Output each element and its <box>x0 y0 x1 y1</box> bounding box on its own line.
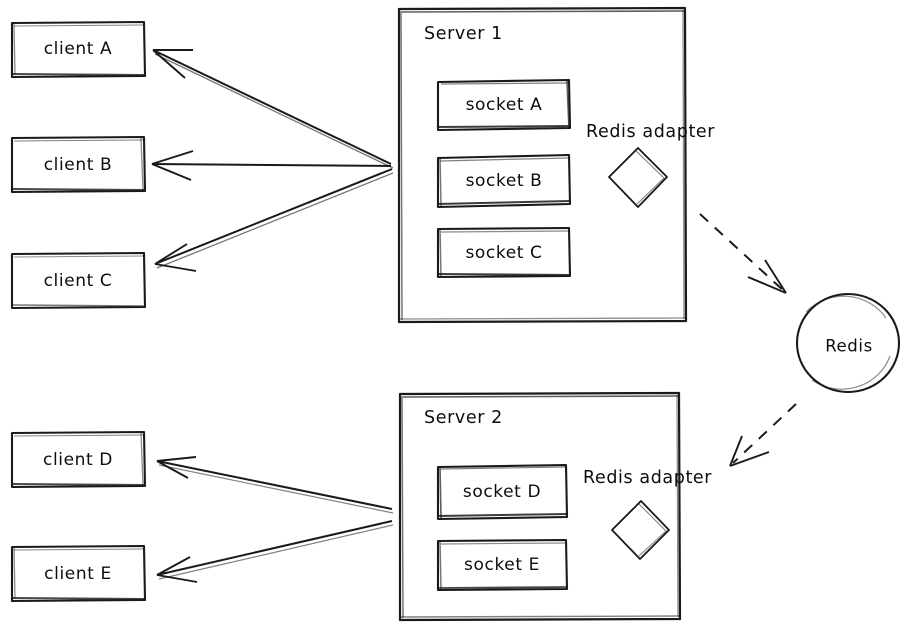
arrow-server2-to-client-e <box>156 520 394 583</box>
arrow-server1-to-client-b <box>151 150 392 181</box>
socket-b-label: socket B <box>465 171 543 191</box>
client-b-box[interactable] <box>10 135 147 194</box>
arrow-server1-to-client-a <box>152 49 394 169</box>
arrow-server1-to-client-c <box>154 168 394 272</box>
client-d-box[interactable] <box>10 430 147 489</box>
client-e-label: client E <box>44 564 112 584</box>
server-1-adapter-label: Redis adapter <box>586 122 716 142</box>
server-1-adapter-diamond[interactable] <box>608 147 668 208</box>
socket-a-box[interactable] <box>436 78 572 132</box>
arrow-redis-to-server2 <box>729 403 797 467</box>
socket-b-box[interactable] <box>436 153 572 209</box>
arrow-server1-to-redis <box>699 213 787 294</box>
client-d-label: client D <box>43 450 113 470</box>
arrow-server2-to-client-d <box>156 456 394 514</box>
socket-c-box[interactable] <box>436 226 572 279</box>
server-1-title: Server 1 <box>424 24 503 44</box>
redis-label: Redis <box>825 336 873 356</box>
socket-e-label: socket E <box>464 555 540 575</box>
socket-d-label: socket D <box>462 482 542 502</box>
client-a-label: client A <box>43 39 113 59</box>
server-2-adapter-diamond[interactable] <box>611 500 670 560</box>
socket-a-label: socket A <box>465 95 543 115</box>
server-2-adapter-label: Redis adapter <box>583 468 713 488</box>
client-c-label: client C <box>43 271 113 291</box>
server-2-title: Server 2 <box>424 408 503 428</box>
client-b-label: client B <box>43 155 113 175</box>
client-a-box[interactable] <box>10 20 147 79</box>
socket-e-box[interactable] <box>436 538 569 592</box>
client-e-box[interactable] <box>10 544 147 603</box>
client-c-box[interactable] <box>10 251 147 310</box>
socket-d-box[interactable] <box>436 463 569 521</box>
socket-c-label: socket C <box>465 243 543 263</box>
redis-circle[interactable] <box>795 292 901 394</box>
